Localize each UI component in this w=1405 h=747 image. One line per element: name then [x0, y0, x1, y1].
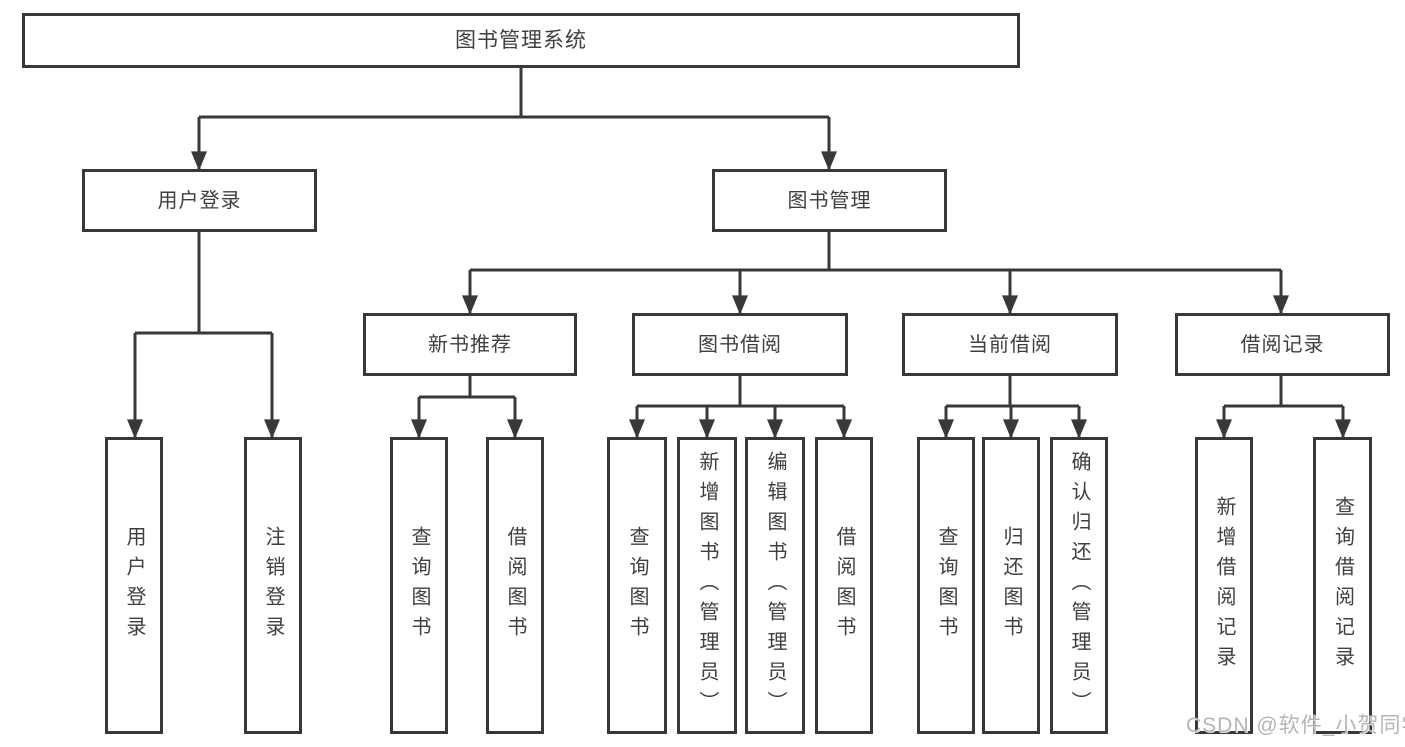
fan-current-borrow	[938, 376, 1087, 439]
leaf-query-borrow-record: 查询借阅记录	[1313, 437, 1372, 734]
node-book-borrow: 图书借阅	[632, 313, 848, 376]
node-current-borrow: 当前借阅	[902, 313, 1118, 376]
csdn-watermark: CSDN @软件_小贺同学	[1186, 714, 1405, 737]
leaf-confirm-return-admin: 确认归还（管理员）	[1050, 437, 1108, 734]
fan-borrow-records	[1216, 376, 1351, 439]
fan-book-borrow	[629, 376, 852, 439]
fan-user-login	[127, 232, 280, 439]
leaf-query-books-current: 查询图书	[917, 437, 975, 734]
leaf-borrow-books-recommend: 借阅图书	[486, 437, 544, 734]
leaf-return-books: 归还图书	[982, 437, 1040, 734]
node-user-login: 用户登录	[82, 169, 317, 232]
node-root-library-system: 图书管理系统	[22, 13, 1020, 68]
leaf-add-borrow-record: 新增借阅记录	[1195, 437, 1253, 734]
fan-new-book-recommend	[411, 376, 523, 439]
fan-root-to-level2	[191, 68, 837, 171]
node-borrow-records: 借阅记录	[1175, 313, 1390, 376]
fan-book-management	[462, 232, 1289, 315]
leaf-query-books-borrow: 查询图书	[607, 437, 667, 734]
leaf-edit-books-admin: 编辑图书（管理员）	[745, 437, 805, 734]
leaf-query-books-recommend: 查询图书	[390, 437, 448, 734]
leaf-borrow-books: 借阅图书	[815, 437, 873, 734]
leaf-logout: 注销登录	[244, 437, 302, 734]
node-new-book-recommend: 新书推荐	[363, 313, 577, 376]
leaf-user-login: 用户登录	[105, 437, 163, 734]
node-book-management: 图书管理	[712, 169, 947, 232]
leaf-add-books-admin: 新增图书（管理员）	[677, 437, 737, 734]
